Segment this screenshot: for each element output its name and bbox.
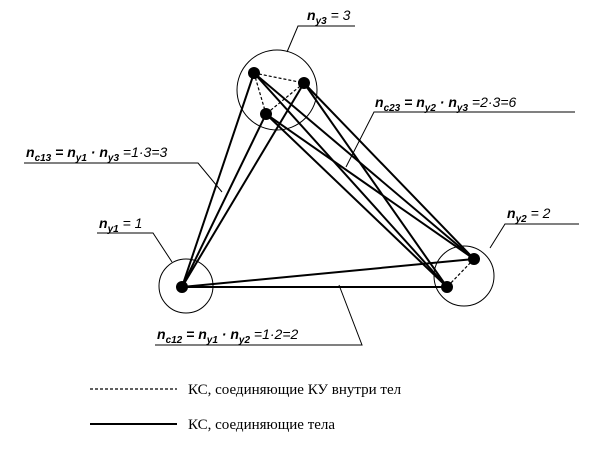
leader-ny1 <box>97 232 173 263</box>
connection-2-3d <box>303 82 448 288</box>
connection-2-3e <box>265 113 475 260</box>
connection-1-3a <box>181 72 255 288</box>
label-ny2: ny2 = 2 <box>507 205 551 225</box>
legend-dashed-label: КС, соединяющие КУ внутри тел <box>188 382 402 398</box>
leader-ny3 <box>286 25 355 53</box>
leader-nc23 <box>345 111 575 168</box>
node-3a <box>248 67 260 79</box>
leader-nc13 <box>24 162 223 193</box>
label-nc23: nc23 = ny2 · ny3 =2·3=6 <box>375 94 517 114</box>
connection-2-3c <box>303 82 475 260</box>
intra-body-connections <box>253 72 475 288</box>
inter-body-connections <box>181 72 475 288</box>
intra-3b <box>253 72 267 115</box>
label-ny1: ny1 = 1 <box>99 215 142 235</box>
label-ny3: ny3 = 3 <box>307 7 351 27</box>
connection-1-3b <box>181 82 305 288</box>
legend: КС, соединяющие КУ внутри тел КС, соедин… <box>90 382 402 433</box>
node-1 <box>176 281 188 293</box>
intra-3a <box>253 72 305 84</box>
node-2a <box>468 253 480 265</box>
label-nc12: nc12 = ny1 · ny2 =1·2=2 <box>157 326 299 346</box>
node-3b <box>298 77 310 89</box>
node-3c <box>260 108 272 120</box>
intra-2a <box>446 258 475 288</box>
connection-1-3c <box>181 113 267 288</box>
label-nc13: nc13 = ny1 · ny3 =1·3=3 <box>26 144 168 164</box>
node-2b <box>441 281 453 293</box>
connection-2-3b <box>253 72 448 288</box>
leader-lines <box>24 25 579 346</box>
body-2-circle <box>433 245 495 307</box>
nodes <box>176 67 480 293</box>
leader-nc12 <box>155 284 363 346</box>
legend-solid-label: КС, соединяющие тела <box>188 417 335 433</box>
connection-2-3f <box>265 113 448 288</box>
leader-ny2 <box>489 223 579 249</box>
connection-2-3a <box>253 72 475 260</box>
intra-3c <box>265 82 305 115</box>
